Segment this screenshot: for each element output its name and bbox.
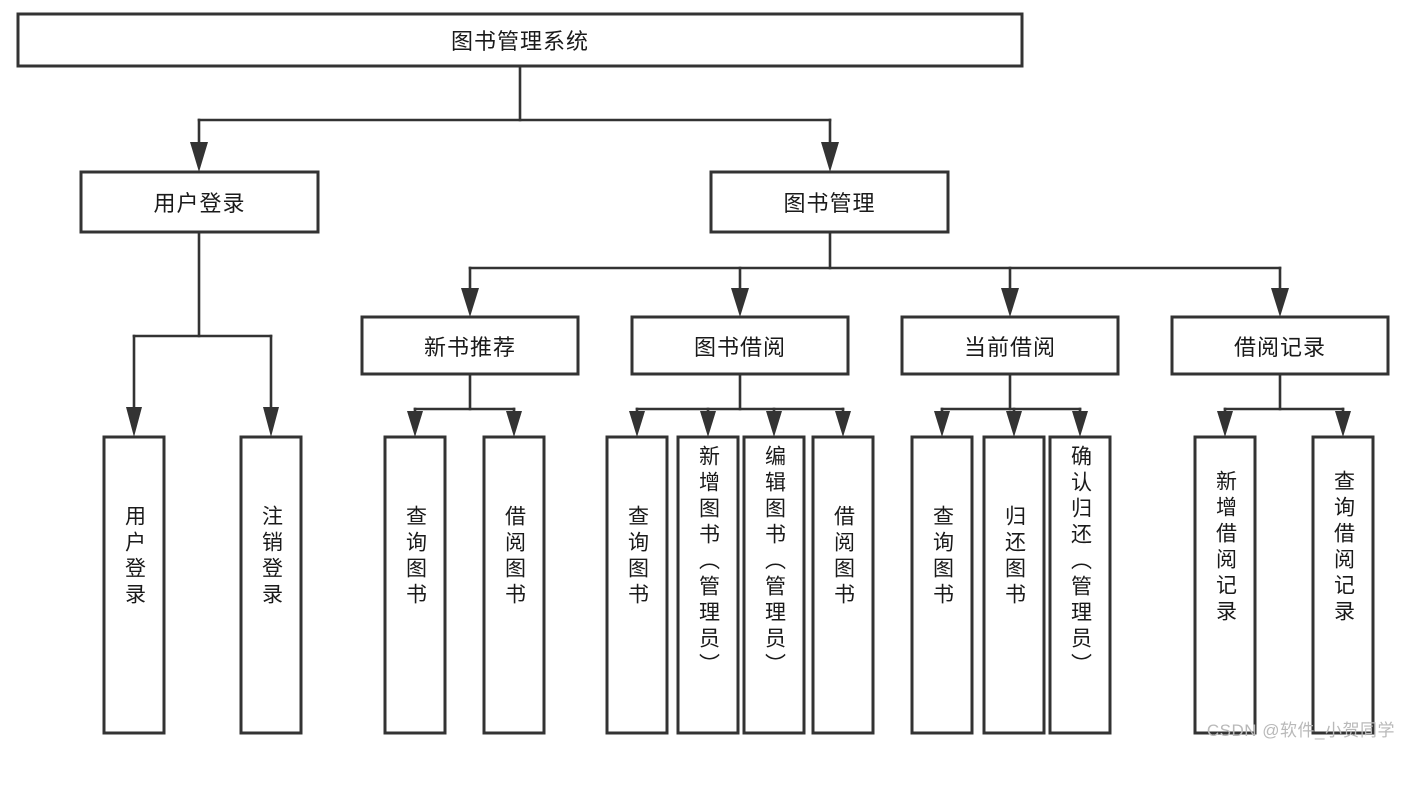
arrow-leaf-user-logout [263,407,279,437]
arrow-leaf-cb-confirm [1072,411,1088,437]
arrow-leaf-bb-add [700,411,716,437]
connector-group-borrow-record [1217,372,1351,437]
node-box-leaf-bb-borrow[interactable] [811,435,875,735]
diagram-canvas-root: 图书管理系统 用户登录 图书管理 新书推荐 图书借阅 当前借阅 借阅记录 用户登… [16,12,1394,740]
node-box-leaf-user-logout[interactable] [239,435,303,735]
arrow-leaf-br-query [1335,411,1351,437]
hierarchy-diagram [16,12,1390,735]
node-box-leaf-cb-query[interactable] [910,435,974,735]
arrow-leaf-nbr-borrow [506,411,522,437]
arrow-book-borrow [731,288,749,317]
arrow-leaf-bb-borrow [835,411,851,437]
arrow-leaf-br-add [1217,411,1233,437]
connector-group-root [190,64,839,172]
arrow-leaf-nbr-query [407,411,423,437]
node-box-user-login[interactable] [79,170,320,234]
node-box-borrow-record[interactable] [1170,315,1390,376]
node-box-book-borrow[interactable] [630,315,850,376]
node-box-new-book-recommend[interactable] [360,315,580,376]
node-box-leaf-br-query[interactable] [1311,435,1375,735]
node-box-leaf-bb-query[interactable] [605,435,669,735]
node-box-leaf-bb-edit[interactable] [742,435,806,735]
node-box-leaf-nbr-borrow[interactable] [482,435,546,735]
node-box-book-management[interactable] [709,170,950,234]
arrow-book-management [821,142,839,172]
arrow-current-borrow [1001,288,1019,317]
connector-group-user-login [126,230,279,437]
arrow-leaf-bb-query [629,411,645,437]
node-box-root[interactable] [16,12,1024,68]
arrow-borrow-record [1271,288,1289,317]
node-box-leaf-cb-return[interactable] [982,435,1046,735]
node-box-leaf-br-add[interactable] [1193,435,1257,735]
arrow-leaf-user-login [126,407,142,437]
arrow-new-book-recommend [461,288,479,317]
connector-group-new-book-recommend [407,372,522,437]
arrow-leaf-bb-edit [766,411,782,437]
node-box-leaf-bb-add[interactable] [676,435,740,735]
node-box-leaf-user-login[interactable] [102,435,166,735]
connector-group-book-borrow [629,372,851,437]
arrow-leaf-cb-return [1006,411,1022,437]
connector-group-current-borrow [934,372,1088,437]
node-box-leaf-nbr-query[interactable] [383,435,447,735]
arrow-leaf-cb-query [934,411,950,437]
arrow-user-login [190,142,208,172]
node-box-current-borrow[interactable] [900,315,1120,376]
connector-group-book-management [461,230,1289,317]
node-box-leaf-cb-confirm[interactable] [1048,435,1112,735]
